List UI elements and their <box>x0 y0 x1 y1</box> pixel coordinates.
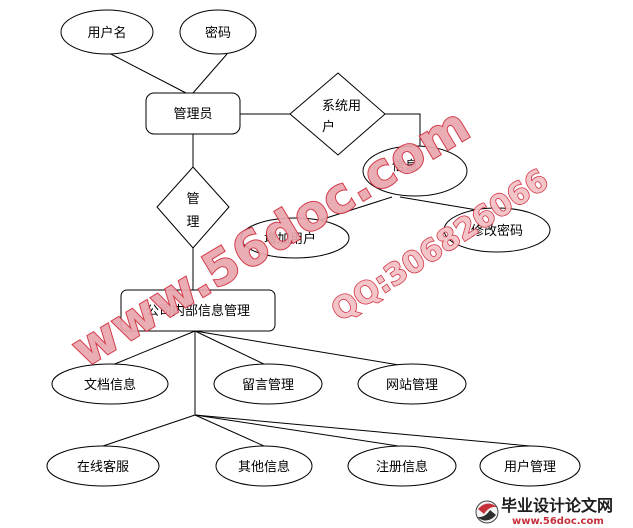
entity-internal-info-management: 公司内部信息管理 <box>120 289 276 332</box>
relationship-manage: 管 理 <box>156 166 230 249</box>
attribute-online-service: 在线客服 <box>46 445 160 487</box>
attribute-username: 用户名 <box>60 9 154 55</box>
relationship-system-user-label-line2: 户 <box>322 119 335 135</box>
attribute-add-user: 增加用户 <box>240 217 350 259</box>
attribute-document-info: 文档信息 <box>51 363 169 405</box>
connector-lines <box>102 51 531 447</box>
connector-trunk-otherinfo <box>194 414 265 447</box>
entity-internal-info-management-label: 公司内部信息管理 <box>146 303 250 319</box>
attribute-info: 信息 <box>362 145 468 197</box>
connector-info-adduser <box>319 196 393 221</box>
attribute-site-management: 网站管理 <box>357 363 467 405</box>
attribute-register-info-label: 注册信息 <box>376 459 428 475</box>
attribute-message-management-label: 留言管理 <box>242 378 294 393</box>
connector-internalmgmt-messagemgmt <box>194 330 269 367</box>
attribute-modify-password: 修改密码 <box>443 207 551 253</box>
attribute-username-label: 用户名 <box>87 25 126 41</box>
logo-title: 毕业设计论文网 <box>501 496 613 515</box>
connector-trunk-registerinfo <box>194 414 399 447</box>
logo-mark-icon <box>475 500 499 524</box>
watermark-site: www.56doc.com <box>61 96 481 380</box>
attribute-password-label: 密码 <box>205 25 231 41</box>
attribute-modify-password-label: 修改密码 <box>471 223 523 239</box>
connector-password-admin <box>192 53 228 94</box>
connector-username-admin <box>106 51 187 94</box>
connector-trunk-onlineservice <box>102 414 196 447</box>
attribute-document-info-label: 文档信息 <box>84 377 136 393</box>
entity-admin: 管理员 <box>145 92 241 135</box>
connector-internalmgmt-docinfo <box>109 330 196 367</box>
logo-url: www.56doc.com <box>512 516 604 527</box>
attribute-site-management-label: 网站管理 <box>386 378 438 393</box>
watermark-site-text: www.56doc.com <box>62 97 480 379</box>
attribute-register-info: 注册信息 <box>347 445 457 487</box>
attribute-user-management: 用户管理 <box>479 445 581 487</box>
connector-systemuser-info <box>385 113 421 146</box>
attribute-add-user-label: 增加用户 <box>264 231 316 247</box>
attribute-user-management-label: 用户管理 <box>504 459 556 475</box>
relationship-system-user-label-line1: 系统用 <box>322 99 361 114</box>
site-logo: 毕业设计论文网 www.56doc.com <box>475 496 613 527</box>
relationship-system-user: 系统用 户 <box>289 72 386 156</box>
connector-internalmgmt-sitemgmt <box>194 330 406 367</box>
relationship-manage-label-line1: 管 <box>186 192 199 207</box>
attribute-other-info-label: 其他信息 <box>238 459 290 475</box>
connector-trunk-usermgmt <box>194 414 531 447</box>
attribute-password: 密码 <box>179 9 257 55</box>
attribute-info-label: 信息 <box>392 158 418 174</box>
entity-admin-label: 管理员 <box>173 107 212 122</box>
attribute-other-info: 其他信息 <box>215 445 313 487</box>
attribute-online-service-label: 在线客服 <box>77 459 129 475</box>
attribute-message-management: 留言管理 <box>213 363 323 405</box>
relationship-manage-label-line2: 理 <box>186 215 199 230</box>
